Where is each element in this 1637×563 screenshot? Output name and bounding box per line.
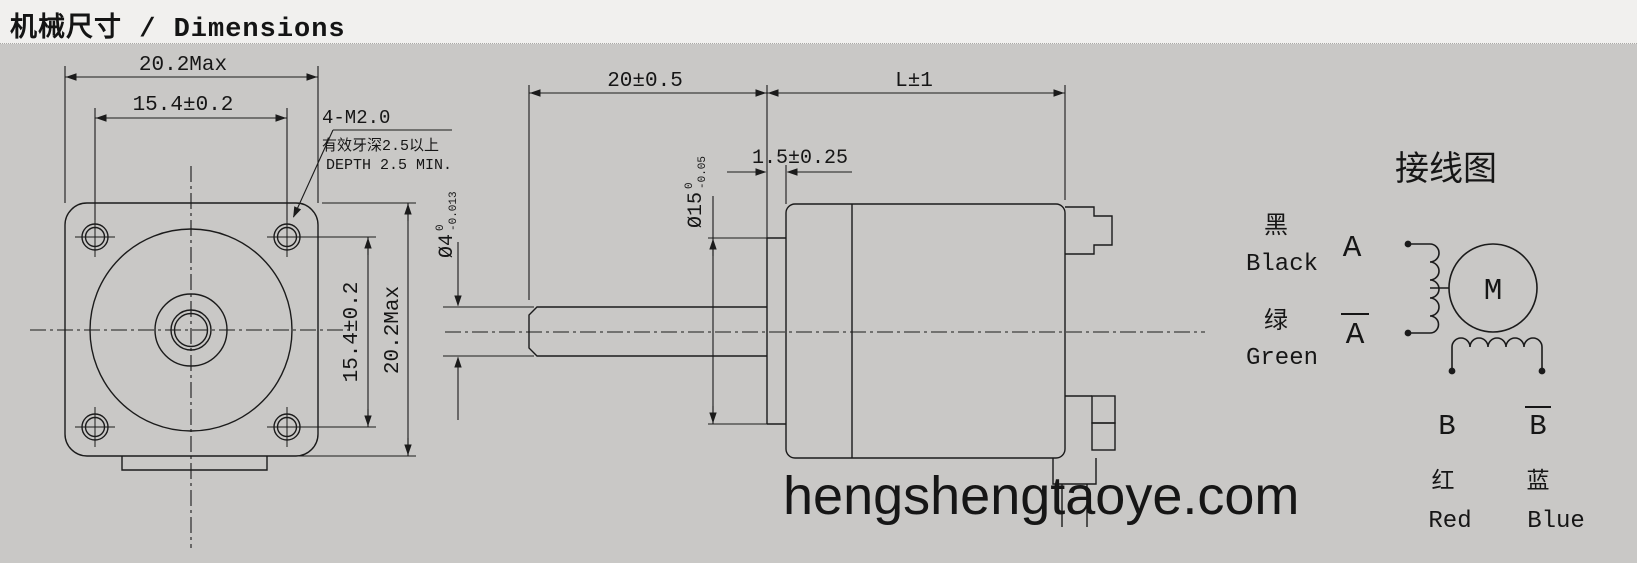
dim-hole-spacing-v: 15.4±0.2 <box>341 282 364 383</box>
page-title: 机械尺寸 / Dimensions <box>10 15 346 45</box>
phase-a-terminal1: A <box>1343 231 1362 266</box>
dim-shaft-length: 20±0.5 <box>607 70 683 93</box>
svg-text:0: 0 <box>435 224 447 231</box>
motor-circle <box>1448 243 1538 333</box>
thread-note-cn: 有效牙深2.5以上 <box>322 137 439 155</box>
side-view-dimension-texts: 20±0.5 L±1 1.5±0.25 Ø4 0 -0.013 Ø15 0 -0… <box>435 70 933 258</box>
pilot-boss <box>766 237 786 425</box>
bottom-tab <box>121 456 268 471</box>
watermark-text: hengshengtaoye.com <box>783 466 1299 526</box>
title-bar: 机械尺寸 / Dimensions <box>0 0 1637 45</box>
side-view-dimensions <box>443 85 1066 425</box>
phase-b-terminal2: B <box>1529 410 1546 443</box>
motor-body-outline <box>785 203 1066 459</box>
phase-b-coil <box>1448 337 1546 375</box>
phase-a-coil <box>1404 240 1449 337</box>
wiring-diagram: 接线图 黑 Black A 绿 Green A M B B 红 Red <box>1246 150 1585 535</box>
thread-callout: 4-M2.0 <box>322 107 390 129</box>
wiring-title: 接线图 <box>1395 150 1497 191</box>
svg-text:-0.05: -0.05 <box>697 156 709 189</box>
dim-pilot-length: 1.5±0.25 <box>752 147 848 170</box>
phase-a-wire2-cn: 绿 <box>1264 307 1288 336</box>
rear-clip-top <box>1065 206 1113 255</box>
phase-a-terminal2: A <box>1346 318 1365 353</box>
front-view-centerlines <box>30 166 352 548</box>
phase-b-wire1-cn: 红 <box>1432 468 1455 495</box>
front-view-dimension-texts: 20.2Max 15.4±0.2 15.4±0.2 20.2Max 4-M2.0… <box>133 54 452 382</box>
front-view <box>30 166 352 548</box>
phase-b-wire2-cn: 蓝 <box>1527 468 1550 495</box>
motor-label: M <box>1484 274 1503 309</box>
thread-note-en: DEPTH 2.5 MIN. <box>326 157 452 174</box>
svg-text:Ø4: Ø4 <box>436 234 459 258</box>
dim-shaft-dia: Ø4 0 -0.013 <box>435 191 460 258</box>
hole-centerlines <box>75 217 307 447</box>
svg-text:-0.013: -0.013 <box>448 191 460 231</box>
phase-b-wire2-en: Blue <box>1527 508 1585 535</box>
svg-text:Ø15: Ø15 <box>685 192 708 228</box>
phase-a-wire2-en: Green <box>1246 345 1318 372</box>
side-view <box>445 203 1205 527</box>
phase-b-terminal1: B <box>1438 410 1455 443</box>
phase-b-wire1-en: Red <box>1428 508 1471 535</box>
dim-overall-width: 20.2Max <box>139 54 227 77</box>
dim-pilot-dia: Ø15 0 -0.05 <box>684 156 709 228</box>
front-view-dimensions <box>64 66 452 457</box>
phase-a-wire1-en: Black <box>1246 251 1318 278</box>
phase-a-wire1-cn: 黑 <box>1264 213 1288 241</box>
dim-overall-height: 20.2Max <box>382 286 405 374</box>
dim-hole-spacing-h: 15.4±0.2 <box>133 94 234 117</box>
svg-text:0: 0 <box>684 182 696 189</box>
dim-body-length: L±1 <box>895 70 933 93</box>
wire-connector <box>1052 458 1097 485</box>
rear-clip-bottom <box>1065 395 1116 451</box>
